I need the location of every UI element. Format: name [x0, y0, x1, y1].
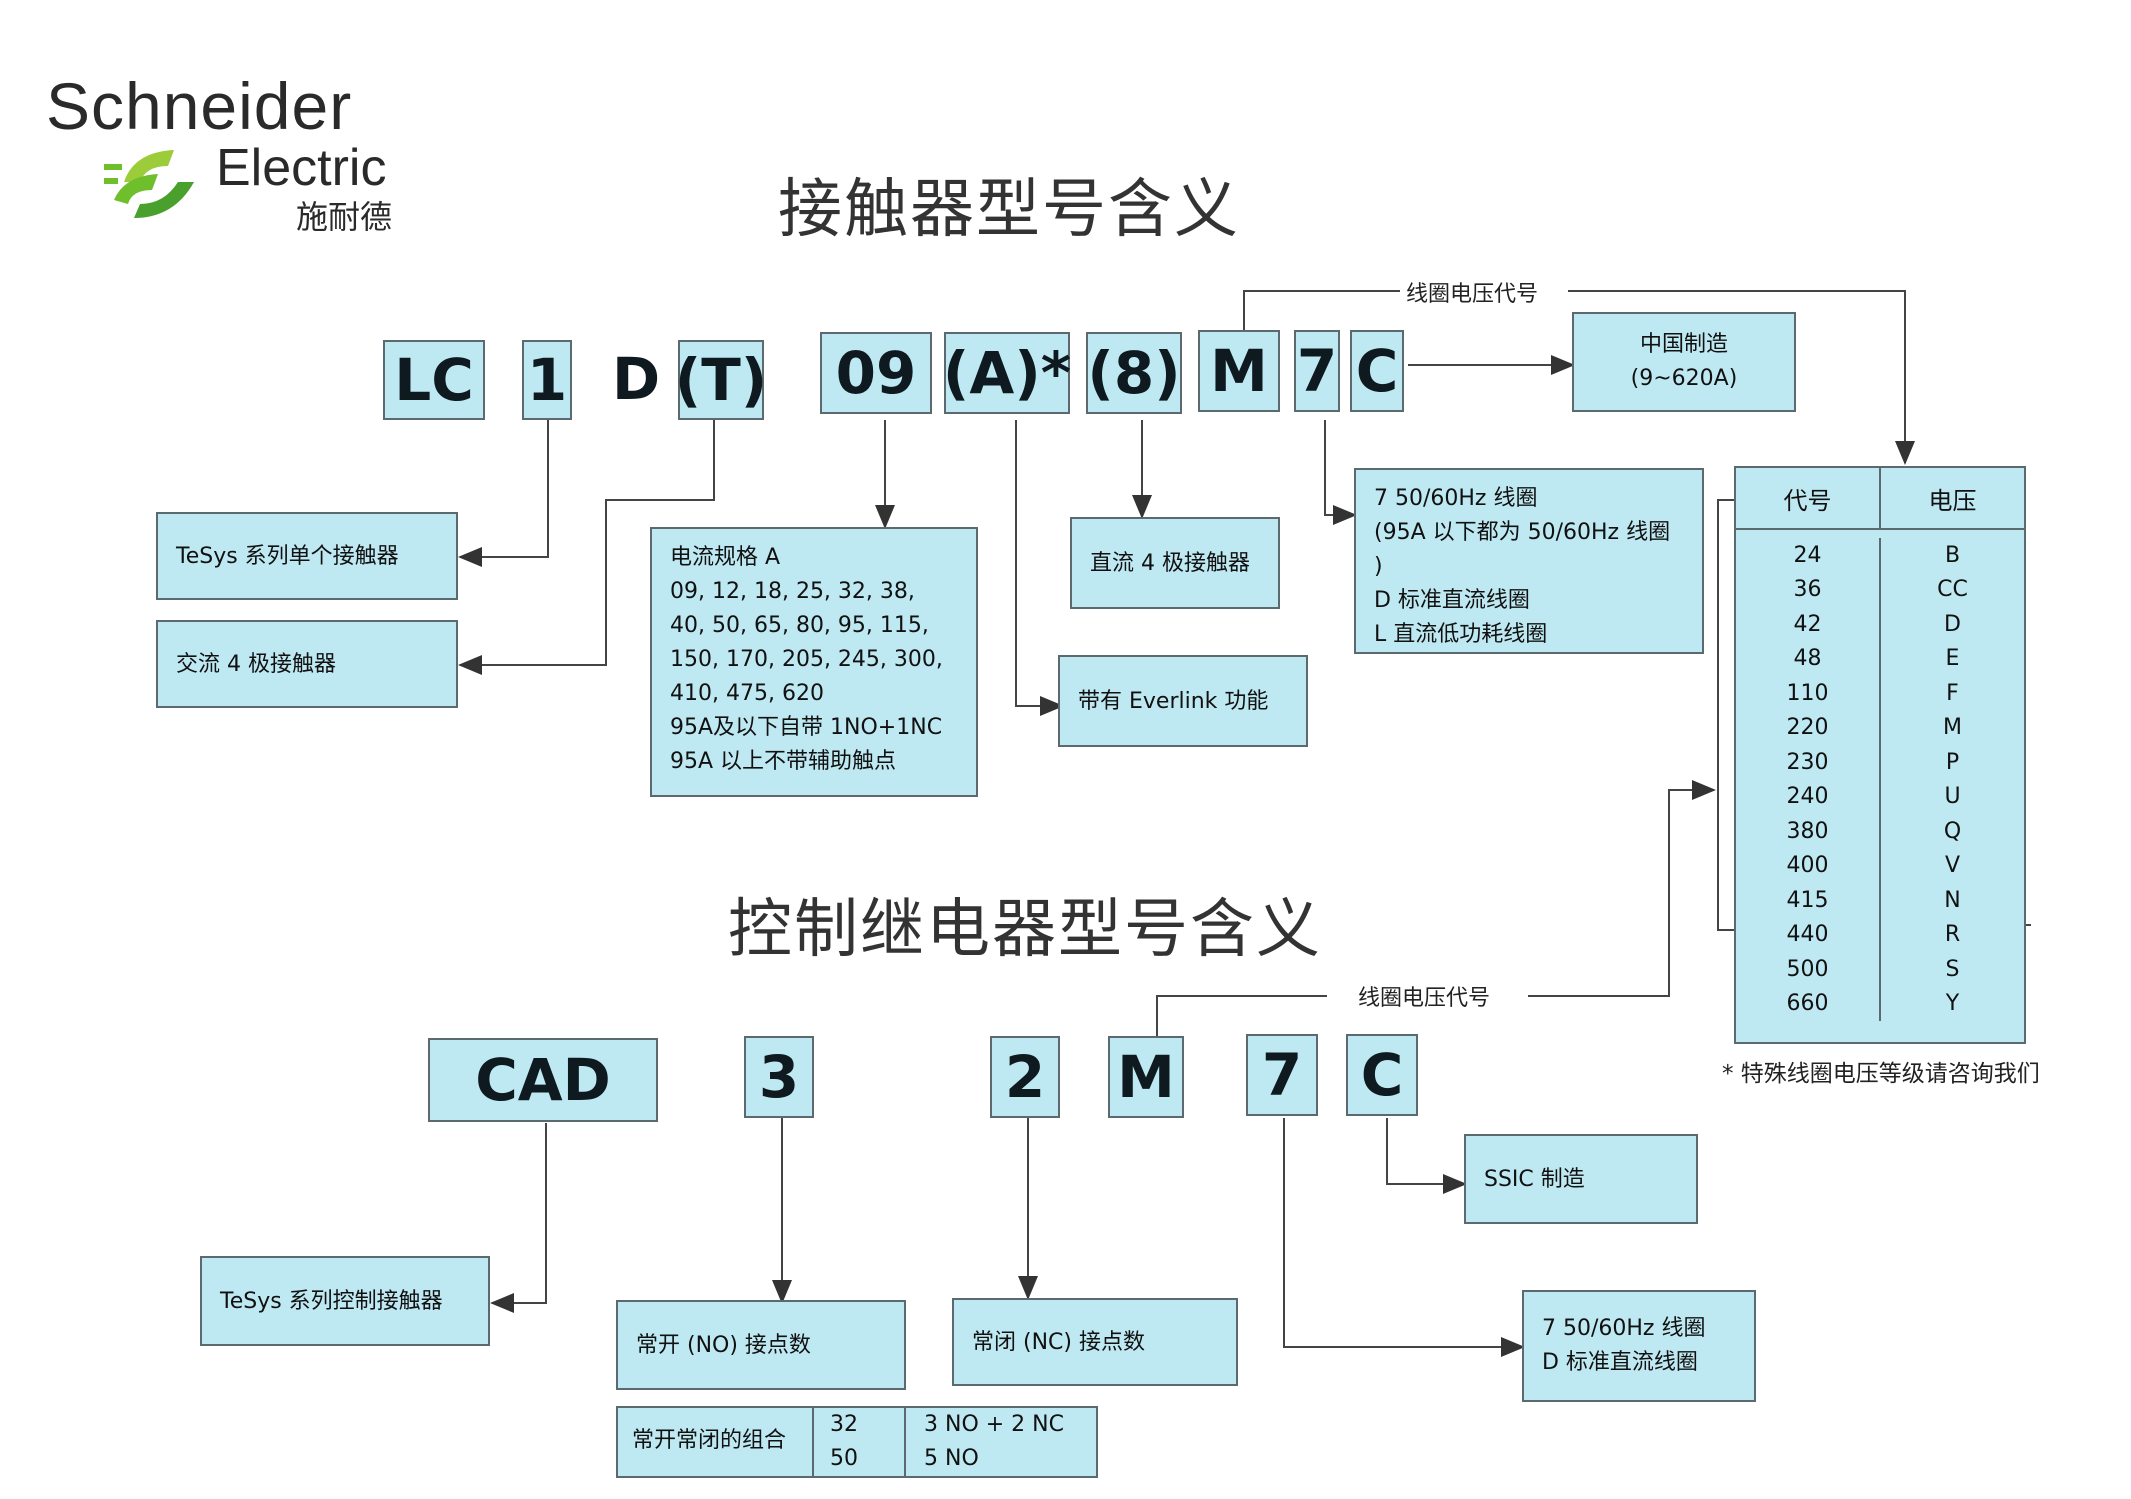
voltage-code: P — [1945, 749, 1960, 775]
voltage-value: 415 — [1736, 883, 1881, 918]
header-code: 代号 — [1736, 468, 1881, 528]
contactor-coil-voltage-label: 线圈电压代号 — [1400, 276, 1545, 308]
ssic-box: SSIC 制造 — [1464, 1134, 1698, 1224]
combo-codes: 32 50 — [830, 1412, 858, 1471]
voltage-value: 42 — [1736, 607, 1881, 642]
relay-coil-types-box: 7 50/60Hz 线圈 D 标准直流线圈 — [1522, 1290, 1756, 1402]
voltage-code: Q — [1943, 818, 1962, 844]
voltage-table-header: 代号 电压 — [1736, 468, 2024, 530]
relay-title: 控制继电器型号含义 — [728, 893, 1322, 967]
voltage-table-row: 240 U — [1736, 779, 2024, 814]
relay-code-3: 3 — [744, 1036, 814, 1118]
voltage-value: 400 — [1736, 848, 1881, 883]
current-spec-box: 电流规格 A 09, 12, 18, 25, 32, 38, 40, 50, 6… — [650, 527, 978, 797]
relay-code-c: C — [1346, 1034, 1418, 1116]
voltage-code: E — [1945, 646, 1960, 672]
combo-label: 常开常闭的组合 — [632, 1428, 787, 1453]
code-t: (T) — [675, 340, 767, 420]
voltage-table-row: 380 Q — [1736, 814, 2024, 849]
made-in-china-box: 中国制造 (9~620A) — [1572, 312, 1796, 412]
voltage-value: 110 — [1736, 676, 1881, 711]
voltage-code: B — [1944, 542, 1961, 568]
code-c: C — [1350, 330, 1404, 412]
code-d: D — [612, 345, 661, 413]
voltage-code: U — [1944, 784, 1961, 810]
voltage-code: V — [1944, 853, 1961, 879]
code-09: 09 — [820, 332, 932, 414]
code-8: (8) — [1086, 332, 1182, 414]
relay-code-7: 7 — [1246, 1034, 1318, 1116]
voltage-code: D — [1944, 611, 1961, 637]
voltage-table-body: 24 B 36 CC 42 D 48 E 110 F 220 M 230 P 240 U 380 Q 400 V 415… — [1736, 530, 2024, 1021]
code-a: (A)* — [943, 332, 1071, 414]
voltage-value: 220 — [1736, 710, 1881, 745]
dc-4pole-box: 直流 4 极接触器 — [1070, 517, 1280, 609]
code-7: 7 — [1294, 330, 1340, 412]
voltage-table-row: 220 M — [1736, 710, 2024, 745]
voltage-table: 代号 电压 24 B 36 CC 42 D 48 E 110 F 220 M 230 P 240 U 380 Q 4… — [1734, 466, 2026, 1044]
contactor-coil-types-box: 7 50/60Hz 线圈 (95A 以下都为 50/60Hz 线圈 ) D 标准… — [1354, 468, 1704, 654]
voltage-table-row: 110 F — [1736, 676, 2024, 711]
voltage-value: 36 — [1736, 572, 1881, 607]
voltage-value: 48 — [1736, 641, 1881, 676]
everlink-box: 带有 Everlink 功能 — [1058, 655, 1308, 747]
voltage-table-row: 440 R — [1736, 917, 2024, 952]
voltage-table-row: 42 D — [1736, 607, 2024, 642]
voltage-table-row: 36 CC — [1736, 572, 2024, 607]
tesys-single-box: TeSys 系列单个接触器 — [156, 512, 458, 600]
voltage-code: Y — [1945, 991, 1960, 1017]
relay-code-m: M — [1108, 1036, 1184, 1118]
voltage-table-row: 500 S — [1736, 952, 2024, 987]
voltage-table-row: 415 N — [1736, 883, 2024, 918]
voltage-code: CC — [1937, 577, 1968, 603]
voltage-value: 380 — [1736, 814, 1881, 849]
voltage-code: N — [1944, 887, 1961, 913]
ac-4pole-box: 交流 4 极接触器 — [156, 620, 458, 708]
combo-table: 常开常闭的组合 32 50 3 NO + 2 NC 5 NO — [616, 1406, 1098, 1478]
voltage-table-row: 24 B — [1736, 538, 2024, 573]
voltage-footnote: * 特殊线圈电压等级请咨询我们 — [1716, 1054, 2046, 1088]
relay-coil-voltage-label: 线圈电压代号 — [1352, 980, 1497, 1012]
voltage-table-row: 48 E — [1736, 641, 2024, 676]
voltage-code: R — [1944, 922, 1961, 948]
header-voltage: 电压 — [1928, 486, 1977, 515]
code-lc: LC — [383, 340, 485, 420]
logo-brand-cn: 施耐德 — [296, 199, 393, 235]
logo-brand-line1: Schneider — [46, 69, 353, 143]
voltage-table-row: 660 Y — [1736, 986, 2024, 1021]
code-1: 1 — [522, 340, 572, 420]
voltage-code: M — [1943, 715, 1962, 741]
voltage-value: 440 — [1736, 917, 1881, 952]
no-count-box: 常开 (NO) 接点数 — [616, 1300, 906, 1390]
code-m: M — [1198, 330, 1280, 412]
voltage-value: 500 — [1736, 952, 1881, 987]
tesys-control-box: TeSys 系列控制接触器 — [200, 1256, 490, 1346]
voltage-value: 240 — [1736, 779, 1881, 814]
combo-values: 3 NO + 2 NC 5 NO — [924, 1412, 1064, 1471]
nc-count-box: 常闭 (NC) 接点数 — [952, 1298, 1238, 1386]
voltage-table-row: 400 V — [1736, 848, 2024, 883]
relay-code-cad: CAD — [428, 1038, 658, 1122]
logo-brand-line2: Electric — [216, 139, 387, 197]
voltage-code: F — [1946, 680, 1959, 706]
relay-code-2: 2 — [990, 1036, 1060, 1118]
voltage-table-row: 230 P — [1736, 745, 2024, 780]
contactor-title: 接触器型号含义 — [778, 173, 1240, 247]
voltage-value: 660 — [1736, 986, 1881, 1021]
voltage-code: S — [1945, 956, 1960, 982]
voltage-value: 24 — [1736, 538, 1881, 573]
logo-emblem-icon — [104, 150, 194, 218]
voltage-value: 230 — [1736, 745, 1881, 780]
